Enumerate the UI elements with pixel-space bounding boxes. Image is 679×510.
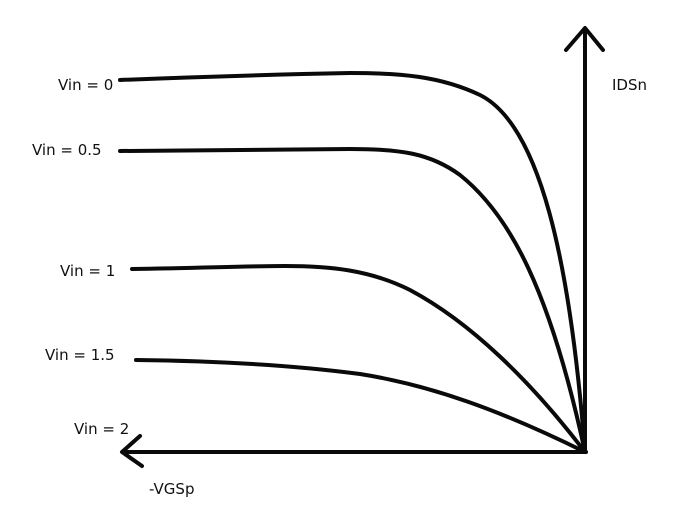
y-axis-label: IDSn <box>612 76 648 94</box>
curve-vin-0 <box>118 71 587 454</box>
curve-label-vin-2: Vin = 2 <box>74 420 130 438</box>
x-axis-label: -VGSp <box>149 480 195 498</box>
curve-label-vin-0-5: Vin = 0.5 <box>32 141 102 159</box>
x-axis-arrowhead <box>120 434 144 468</box>
curve-vin-1 <box>130 264 587 454</box>
y-axis-arrowhead <box>564 26 605 52</box>
curve-vin-1-5 <box>134 358 587 454</box>
curve-label-vin-1-5: Vin = 1.5 <box>45 346 115 364</box>
curve-label-vin-0: Vin = 0 <box>58 76 114 94</box>
curve-label-vin-1: Vin = 1 <box>60 262 116 280</box>
curve-vin-0-5 <box>118 147 587 454</box>
